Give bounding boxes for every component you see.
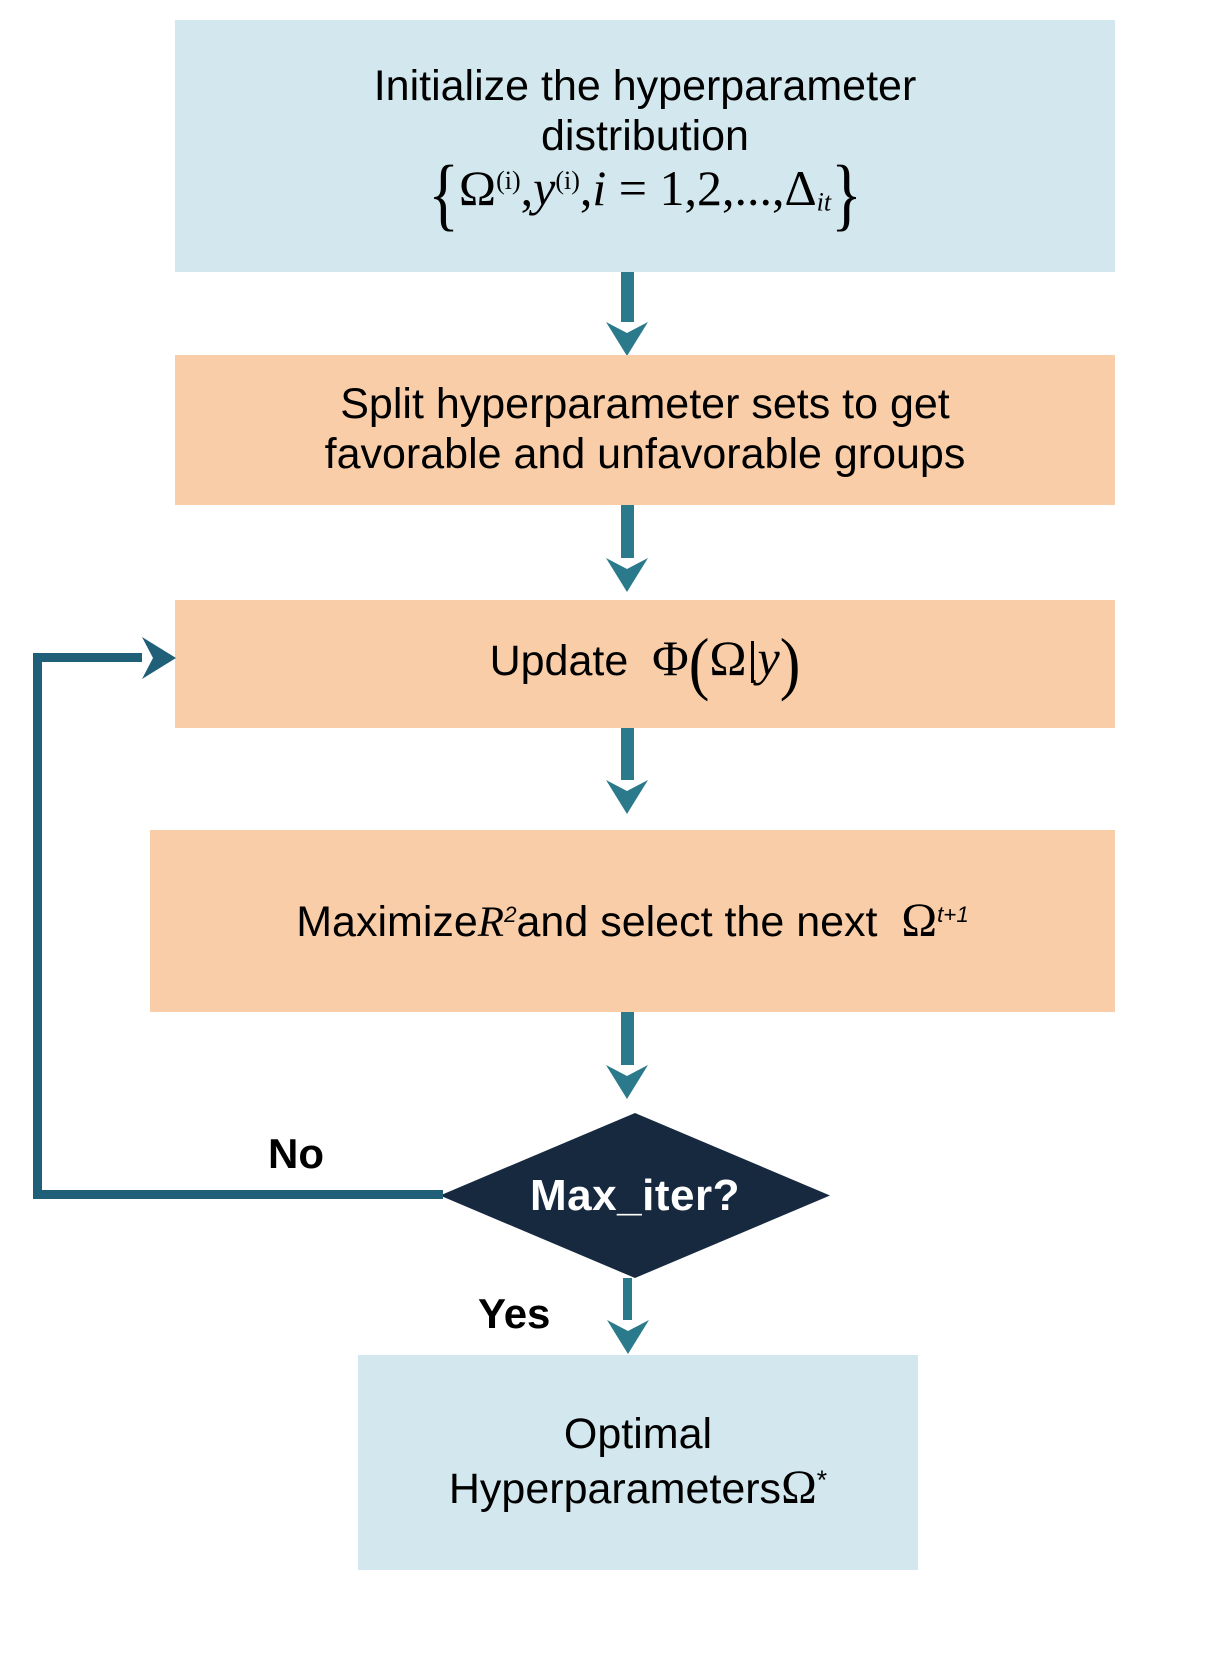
node-split-hyperparameters[interactable]: Split hyperparameter sets to get favorab…	[175, 355, 1115, 505]
formula-open-paren: (	[688, 625, 710, 703]
node-decision-max-iter[interactable]: Max_iter?	[440, 1113, 830, 1278]
edge-split-update-notch	[606, 558, 648, 569]
edge-update-maximize-notch	[606, 780, 648, 791]
node-optimal-hyperparameters[interactable]: Optimal HyperparametersΩ*	[358, 1355, 918, 1570]
formula-open-brace: {	[428, 148, 459, 238]
formula-update-omega: Ω	[709, 630, 747, 686]
node-maximize-omega-exponent: t+1	[937, 902, 969, 928]
formula-index-i: i	[592, 159, 607, 216]
node-initialize-line2: distribution	[541, 112, 749, 160]
node-maximize-text-before: Maximize	[296, 898, 478, 947]
formula-close-paren: )	[779, 625, 801, 703]
node-maximize-row: MaximizeR2and select the next Ωt+1	[296, 893, 969, 949]
formula-delta-subscript: it	[816, 187, 832, 217]
edge-initialize-split-notch	[606, 322, 648, 333]
formula-y: y	[533, 159, 556, 216]
node-initialize-formula: {Ω(i),y(i),i = 1,2,...,Δit}	[428, 153, 862, 233]
node-split-line2: favorable and unfavorable groups	[324, 430, 966, 478]
edge-split-update-line	[621, 505, 634, 565]
node-optimal-line2: HyperparametersΩ*	[449, 1460, 827, 1516]
formula-omega-superscript: (i)	[496, 165, 521, 195]
formula-comma-2: ,	[579, 159, 593, 216]
node-optimal-omega: Ω	[781, 1460, 817, 1514]
formula-phi: Φ	[652, 630, 689, 686]
node-initialize[interactable]: Initialize the hyperparameter distributi…	[175, 20, 1115, 272]
edge-maximize-decision-notch	[606, 1065, 648, 1076]
node-optimal-omega-star: *	[816, 1464, 828, 1495]
node-maximize-r-exponent: 2	[504, 902, 517, 928]
formula-omega: Ω	[458, 159, 497, 216]
branch-label-no: No	[268, 1130, 324, 1177]
node-update-label: Update	[489, 637, 629, 685]
formula-close-brace: }	[831, 148, 862, 238]
formula-conditional-bar	[750, 641, 754, 683]
formula-update-y: y	[757, 630, 780, 686]
formula-list: 1,2,...,	[659, 159, 785, 216]
node-maximize-r-squared[interactable]: MaximizeR2and select the next Ωt+1	[150, 830, 1115, 1012]
node-split-line1: Split hyperparameter sets to get	[340, 380, 950, 429]
formula-delta: Δ	[784, 159, 817, 216]
decision-label: Max_iter?	[530, 1170, 740, 1220]
node-maximize-r-symbol: R	[477, 899, 505, 947]
edge-initialize-split-line	[621, 272, 634, 330]
edge-yes-line	[623, 1278, 632, 1336]
edge-maximize-decision-line	[621, 1012, 634, 1072]
edge-no-vertical-riser	[33, 653, 42, 1196]
edge-no-horizontal-from-decision	[33, 1190, 443, 1199]
node-initialize-line1: Initialize the hyperparameter	[373, 62, 917, 111]
formula-comma-1: ,	[520, 159, 534, 216]
node-maximize-omega: Ω	[901, 894, 938, 948]
edge-no-horizontal-to-update	[33, 653, 158, 662]
node-maximize-text-middle: and select the next	[516, 898, 878, 947]
branch-label-yes: Yes	[478, 1290, 551, 1337]
formula-y-superscript: (i)	[555, 165, 580, 195]
edge-update-maximize-line	[621, 728, 634, 786]
node-optimal-line1: Optimal	[563, 1409, 713, 1458]
edge-yes-notch	[607, 1320, 649, 1331]
edge-no-notch	[142, 637, 153, 679]
node-optimal-text: Hyperparameters	[448, 1464, 782, 1513]
formula-equals: =	[618, 159, 647, 216]
